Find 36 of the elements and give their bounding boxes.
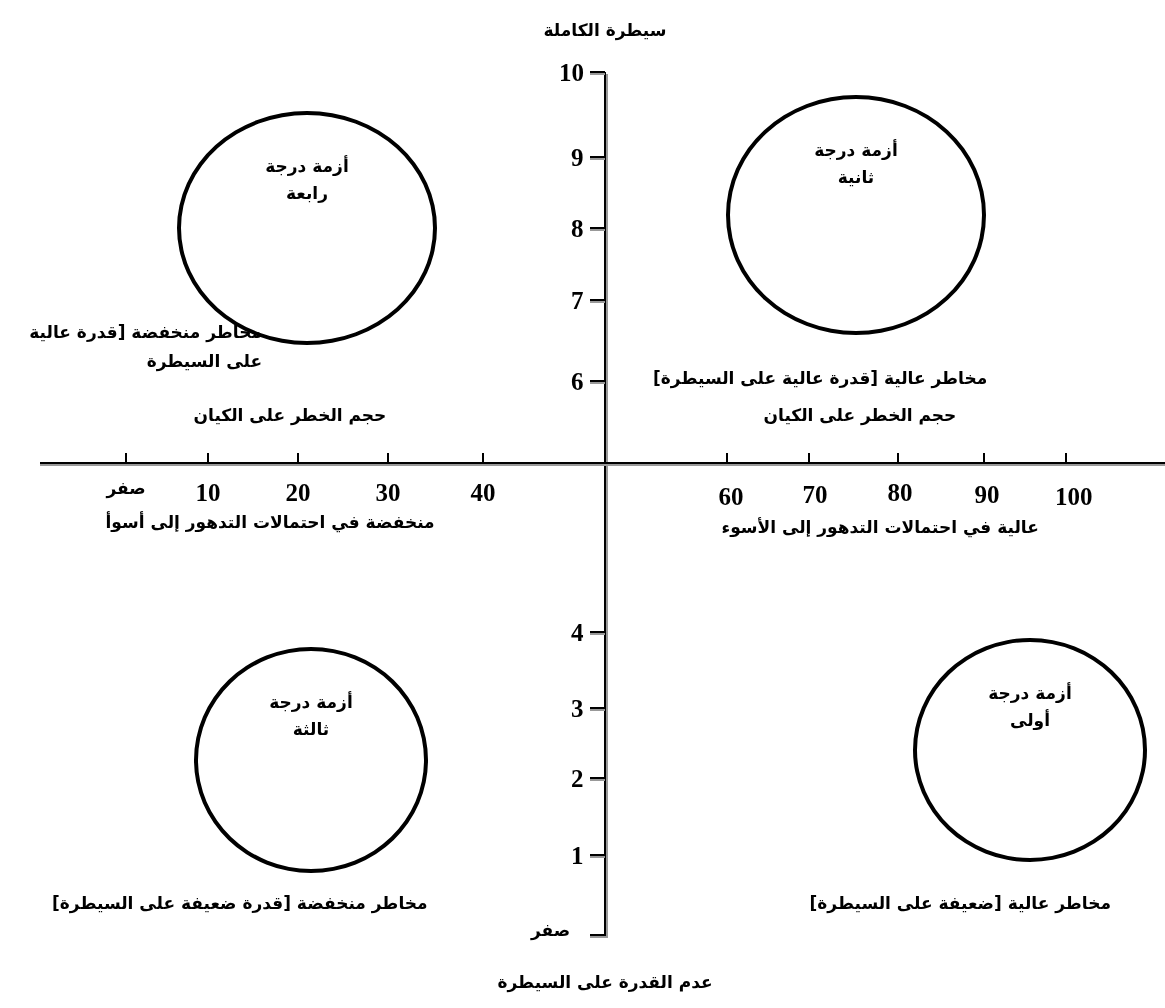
tick-label: 10 (559, 58, 584, 88)
tick-label: 80 (887, 478, 913, 508)
crisis-circle (194, 647, 428, 873)
axis-title: حجم الخطر على الكيان (763, 405, 957, 426)
axis-title: عدم القدرة على السيطرة (497, 972, 713, 993)
axis-title: سيطرة الكاملة (543, 20, 667, 41)
tick-label: 7 (571, 286, 584, 316)
tick-label: صفر (106, 478, 146, 499)
quadrant-label: مخاطر منخفضة [قدرة ضعيفة على السيطرة] (52, 893, 428, 914)
axis-title: حجم الخطر على الكيان (193, 405, 387, 426)
tick-label: 100 (1055, 482, 1093, 512)
tick-label: 20 (285, 478, 311, 508)
quadrant-label: مخاطر عالية [قدرة عالية على السيطرة] (653, 368, 988, 389)
tick-label: 8 (571, 214, 584, 244)
tick-label: 3 (571, 694, 584, 724)
tick-label: صفر (531, 920, 571, 941)
axis-title: منخفضة في احتمالات التدهور إلى أسوأ (105, 512, 435, 533)
tick-label: 10 (195, 478, 221, 508)
tick-label: 60 (718, 482, 744, 512)
crisis-circle (913, 638, 1147, 862)
tick-label: 9 (571, 143, 584, 173)
tick-label: 2 (571, 764, 584, 794)
tick-label: 4 (571, 618, 584, 648)
axis-title: عالية في احتمالات التدهور إلى الأسوء (721, 517, 1039, 538)
tick-label: 1 (571, 841, 584, 871)
tick-label: 40 (470, 478, 496, 508)
crisis-circle (726, 95, 986, 335)
crisis-label: أزمة درجة ثالثة (268, 690, 354, 742)
tick-label: 70 (802, 480, 828, 510)
crisis-label: أزمة درجة أولى (987, 681, 1073, 733)
crisis-label: أزمة درجة رابعة (264, 154, 350, 206)
tick-label: 90 (974, 480, 1000, 510)
tick-label: 6 (571, 367, 584, 397)
tick-label: 30 (375, 478, 401, 508)
quadrant-label: مخاطر عالية [ضعيفة على السيطرة] (809, 893, 1111, 914)
crisis-label: أزمة درجة ثانية (813, 138, 899, 190)
